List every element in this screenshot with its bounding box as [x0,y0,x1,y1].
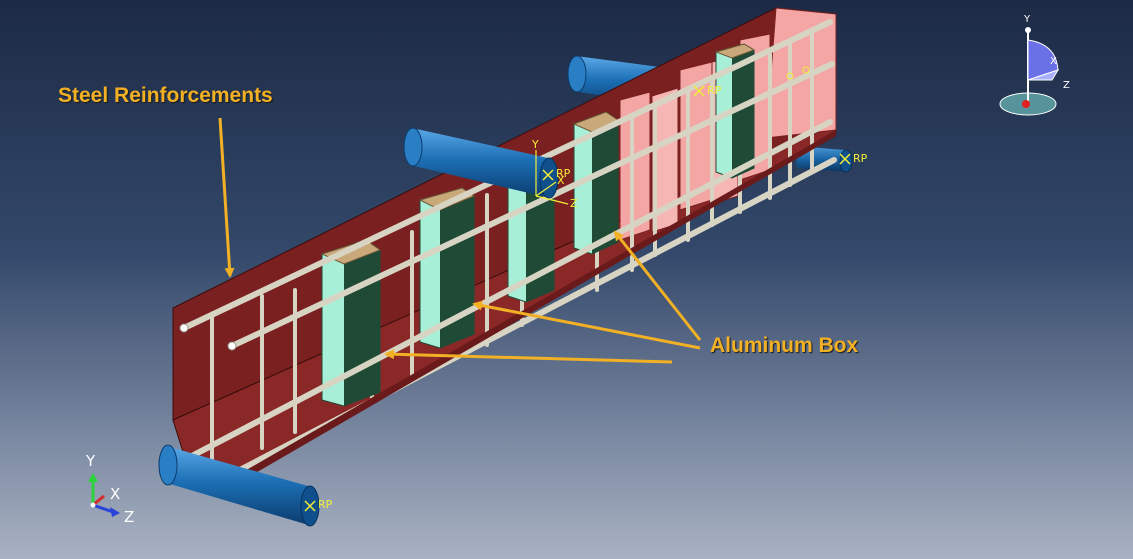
rp-label: RP [556,167,571,180]
end-markers [786,66,810,80]
reference-point-2[interactable]: RP [839,152,868,165]
rp-label: RP [318,498,333,511]
reference-point-1[interactable]: RP [693,84,722,97]
triad-x-label: X [110,485,120,503]
rp-label: RP [853,152,868,165]
reference-point-4[interactable]: RP [304,498,333,512]
steel-reinforcements-label: Steel Reinforcements [58,84,273,107]
view-orientation-icon[interactable]: Y X Z [999,14,1070,116]
reference-point-3[interactable]: RP [542,167,571,181]
support-cylinder-left-bottom [158,444,320,527]
local-z-label: Z [570,197,578,210]
triad-y-label: Y [85,452,96,470]
beam-end-face [765,7,837,139]
rp-label: RP [707,84,722,97]
aluminum-box-4 [572,111,620,255]
loading-cylinder-left-top [403,127,559,199]
view-x-label: X [1050,56,1057,67]
view-z-label: Z [1063,80,1070,91]
local-x-label: X [557,174,565,187]
axis-triad-icon: Y X Z [85,452,134,526]
aluminum-box-label: Aluminum Box [710,334,859,357]
view-y-label: Y [1023,14,1031,25]
local-y-label: Y [531,138,539,151]
callout-arrows [218,117,702,364]
beam-front-edge [236,130,836,482]
local-csys-triad: Y Z X [531,138,578,210]
triad-z-label: Z [124,508,134,526]
